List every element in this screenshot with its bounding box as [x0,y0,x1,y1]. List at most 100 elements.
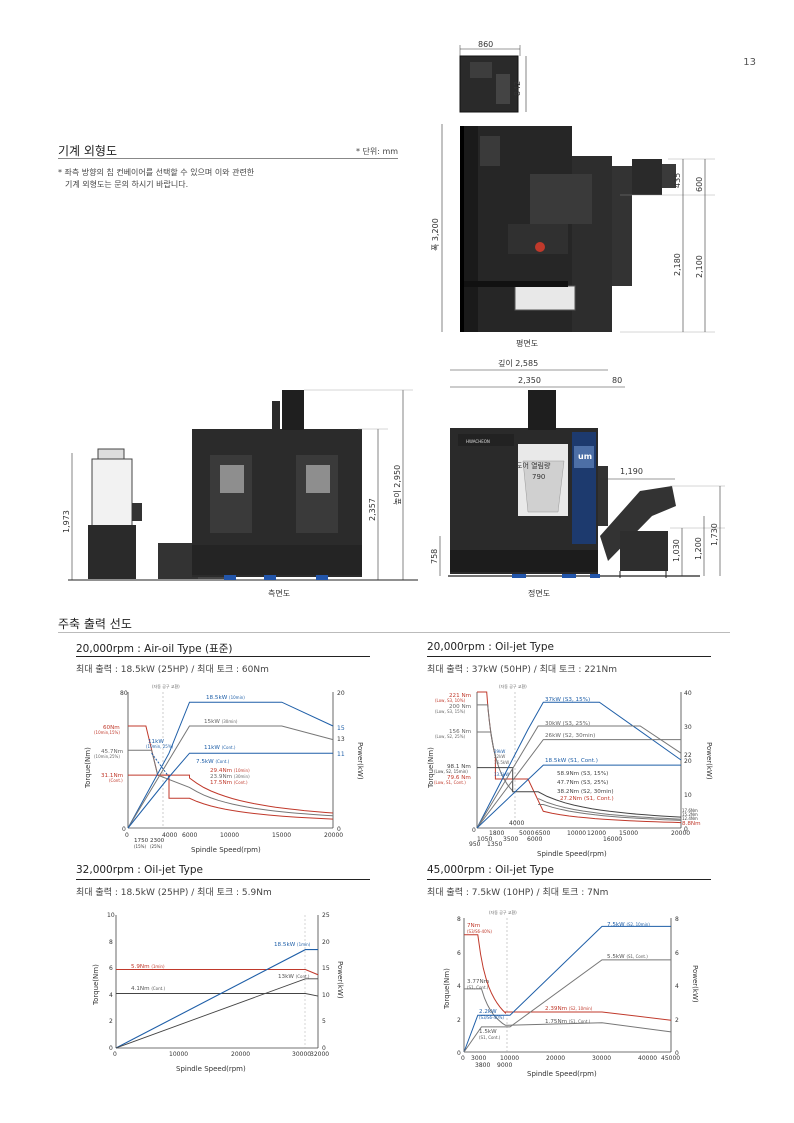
c4-xtick-9000: 9000 [497,1062,512,1069]
c3-curves-line-1 [116,993,319,997]
c2-ann-22kw: 22kW [494,754,505,759]
chart1-title: 20,000rpm : Air-oil Type (표준) [76,643,233,655]
c3-ann-41nm: 4.1Nm (Cont.) [131,986,165,992]
c2-ann-185kw: 18.5kW (S1, Cont.) [545,758,598,764]
chart1-subtitle: 최대 출력 : 18.5kW (25HP) / 최대 토크 : 60Nm [76,665,269,675]
c2-ann-29kw: 29kW [494,749,505,754]
c3-ylabel: Torque(Nm) [92,964,100,1006]
c2-y2tick-10: 10 [684,792,692,799]
c3-curves-line-2 [115,949,318,1049]
c3-ytick-8: 8 [109,939,113,946]
c2-ann-200: 200 Nm [449,704,471,710]
c1-xlabel: Spindle Speed(rpm) [191,846,261,854]
c2-xtick-6500: 6500 [535,830,550,837]
c3-y2tick-0: 0 [322,1045,326,1052]
chart4-title: 45,000rpm : Oil-jet Type [427,864,554,876]
c3-ytick-2: 2 [109,1018,113,1025]
c2-ann-30kw: 30kW (S3, 25%) [545,721,590,727]
c1-xtick-2300: 2300 [150,838,165,844]
c2-y2tick-0: 0 [684,826,688,833]
side-view-drawing: 1,973 2,357 높이 2,950 [62,389,418,581]
c1-ann-457nm-sub: (10min,25%) [94,754,120,759]
c1-ann-60nm: 60Nm [103,725,120,731]
c1-ann-457nm: 45.7Nm [101,749,123,755]
c2-xtick-1800: 1800 [489,830,504,837]
c4-ytick-8: 8 [457,916,461,923]
c2-ann-981: 98.1 Nm [447,764,471,770]
c1-r13: 13 [337,736,345,743]
dim-height-2950: 높이 2,950 [392,465,402,505]
c3-ytick-0: 0 [109,1045,113,1052]
c2-y2tick-30: 30 [684,724,692,731]
c2-xtick-20000: 20000 [671,830,690,837]
section-rule [58,158,398,159]
c2-xtick-4000: 4000 [509,820,524,827]
c3-ytick-6: 6 [109,965,113,972]
c1-y2tick-0: 0 [337,826,341,833]
c2-ann-221: 221 Nm [449,693,471,699]
c3-y2tick-15: 15 [322,965,330,972]
c4-xtick-20000: 20000 [546,1055,565,1062]
c3-y2tick-20: 20 [322,939,330,946]
c1-curves-line-6 [151,752,170,778]
chart2-subtitle: 최대 출력 : 37kW (50HP) / 최대 토크 : 221Nm [427,665,617,675]
front-view-caption: 정면도 [528,589,551,598]
c1-ann-239nm: 23.9Nm (30min) [210,774,250,780]
c2-y2label: Power(kW) [705,742,713,780]
c1-ann-11kw-c: 11kW (Cont.) [204,745,236,751]
c2-ann-589: 58.9Nm (S3, 15%) [557,771,608,777]
note-line-2: 기계 외형도는 문의 하시기 바랍니다. [65,180,189,189]
c1-ann-185kw: 18.5kW (10min) [206,695,245,701]
c2-xtick-1350: 1350 [487,841,502,848]
c1-note: (자동 공구 교환) [152,683,180,689]
chart1-svg: 80 0 20 0 (자동 공구 교환) 0 4000 6000 10000 1… [84,683,364,854]
dim-80: 80 [612,376,622,385]
c1-xtick-15pct: (15%) [134,844,146,849]
c2-ann-26kw: 26kW (S2, 30min) [545,733,595,739]
c2-xtick-3500: 3500 [503,836,518,843]
c3-xtick-0: 0 [113,1051,117,1058]
c2-ann-477: 47.7Nm (S3, 25%) [557,780,608,786]
dim-1190: 1,190 [620,467,643,476]
c1-xtick-4000: 4000 [162,832,177,839]
c1-ann-11kw-a: 11kW [148,739,164,745]
c2-xtick-10000: 10000 [567,830,586,837]
c2-ann-796-sub: (Low, S1, Cont.) [434,780,466,785]
c2-ann-e4: 8.8Nm [682,821,701,827]
c4-ytick-2: 2 [457,1017,461,1024]
c1-ann-11kw-a-sub: (10min, 25%) [146,744,174,749]
chart3-subtitle: 최대 출력 : 18.5kW (25HP) / 최대 토크 : 5.9Nm [76,888,272,898]
note: * 좌측 방향의 칩 컨베이어를 선택할 수 있으며 이와 관련한 기계 외형도… [58,167,254,191]
dim-depth-2585: 깊이 2,585 [498,358,538,368]
c3-y2tick-10: 10 [322,992,330,999]
c4-xtick-10000: 10000 [500,1055,519,1062]
c2-ann-165kw: 16.5kW [494,760,509,765]
brand-label: HWACHEON [466,439,490,444]
c4-ann-239nm: 2.39Nm (S2, 10min) [545,1006,593,1012]
c1-ann-311nm-sub: (Cont.) [109,778,123,783]
chart3-title: 32,000rpm : Oil-jet Type [76,864,203,876]
chart3-rule [76,879,370,880]
c1-curves-line-1 [128,749,334,817]
c4-ytick-6: 6 [457,950,461,957]
chart2-rule [427,656,711,657]
dim-2100: 2,100 [695,255,704,278]
c4-ytick-4: 4 [457,983,461,990]
c4-ann-175nm: 1.75Nm (S1, Cont.) [545,1019,591,1025]
c1-y2tick-20: 20 [337,690,345,697]
c1-xtick-6000: 6000 [182,832,197,839]
c2-curves-line-6 [476,701,682,829]
c4-ann-15kw: 1.5kW [479,1029,497,1035]
chart3-svg: 10 8 6 4 2 0 25 20 15 10 5 0 0 10000 200… [92,912,344,1073]
side-view-caption: 측면도 [268,589,291,598]
c2-ann-200-sub: (Low, S3, 15%) [435,709,465,714]
c2-xtick-12000: 12000 [587,830,606,837]
c3-xtick-30000: 30000 [292,1051,311,1058]
c4-xtick-30000: 30000 [592,1055,611,1062]
c1-ann-60nm-sub: (10min,15%) [94,730,120,735]
c2-curves-line-1 [477,704,496,757]
section-title-dimensions: 기계 외형도 [58,144,118,158]
c2-xtick-6000: 6000 [527,836,542,843]
door-label: 도어 열림량 [516,461,551,470]
c3-y2tick-25: 25 [322,912,330,919]
